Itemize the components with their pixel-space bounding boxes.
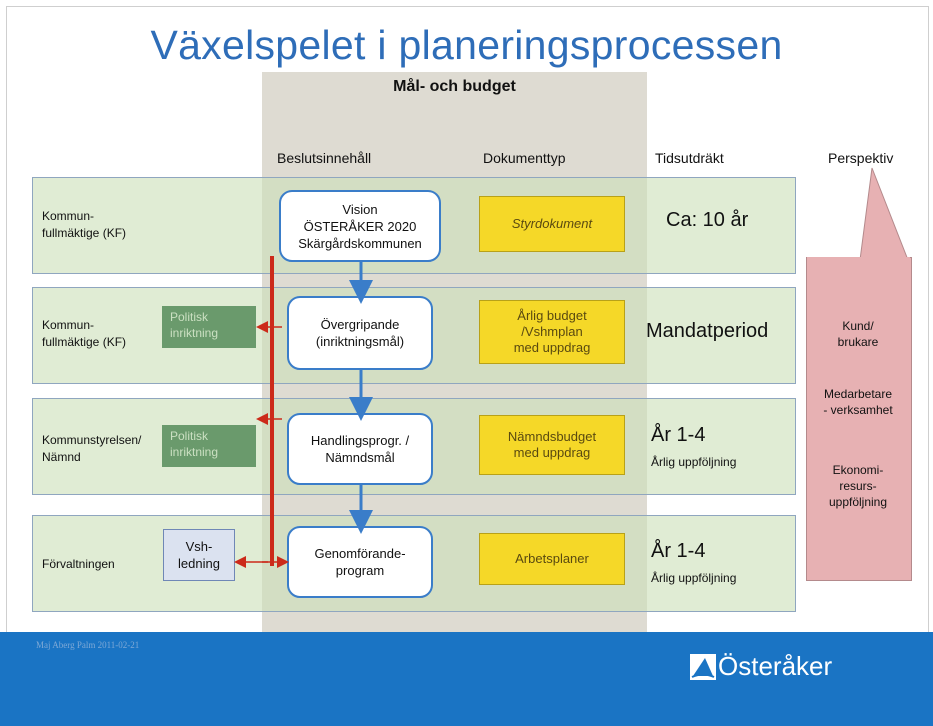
row-label-kommunstyrelsen: Kommunstyrelsen/ Nämnd bbox=[42, 433, 142, 464]
column-header-tidsutdrakt: Tidsutdräkt bbox=[655, 150, 724, 166]
doc-box-arlig-budget: Årlig budget /Vshmplan med uppdrag bbox=[479, 300, 625, 364]
doc-box-namndsbudget: Nämndsbudget med uppdrag bbox=[479, 415, 625, 475]
time-ar-1-4-row4: År 1-4 bbox=[651, 540, 706, 562]
overgripande-box: Övergripande (inriktningsmål) bbox=[287, 296, 433, 370]
perspective-item-medarbetare: Medarbetare - verksamhet bbox=[823, 387, 893, 417]
time-sub-row4: Årlig uppföljning bbox=[651, 571, 737, 585]
column-header-beslutsinnehall: Beslutsinnehåll bbox=[277, 150, 372, 166]
genomforande-box: Genomförande- program bbox=[287, 526, 433, 598]
time-sub-row3: Årlig uppföljning bbox=[651, 455, 737, 469]
column-header-perspektiv: Perspektiv bbox=[828, 150, 894, 166]
perspective-pointer-joint bbox=[807, 257, 910, 263]
budget-column-title: Mål- och budget bbox=[393, 78, 516, 95]
doc-box-styrdokument: Styrdokument bbox=[479, 196, 625, 252]
politisk-inriktning-box-2: Politisk inriktning bbox=[162, 425, 256, 467]
time-ar-1-4-row3: År 1-4 bbox=[651, 424, 706, 446]
time-ca-10-ar: Ca: 10 år bbox=[666, 209, 749, 231]
brand-name: Österåker bbox=[718, 651, 833, 681]
vsh-ledning-box: Vsh- ledning bbox=[163, 529, 235, 581]
footer-note: Maj Aberg Palm 2011-02-21 bbox=[36, 640, 140, 650]
doc-box-arbetsplaner: Arbetsplaner bbox=[479, 533, 625, 585]
perspective-item-ekonomi: Ekonomi- resurs- uppföljning bbox=[828, 463, 888, 509]
slide-title: Växelspelet i planeringsprocessen bbox=[150, 22, 783, 68]
row-label-forvaltningen: Förvaltningen bbox=[42, 557, 115, 571]
vision-box: Vision ÖSTERÅKER 2020 Skärgårdskommunen bbox=[279, 190, 441, 262]
politisk-inriktning-box-1: Politisk inriktning bbox=[162, 306, 256, 348]
time-mandatperiod: Mandatperiod bbox=[646, 320, 769, 342]
column-header-dokumenttyp: Dokumenttyp bbox=[483, 150, 566, 166]
row-label-kf-2: Kommun- fullmäktige (KF) bbox=[42, 318, 127, 349]
row-label-kf-1: Kommun- fullmäktige (KF) bbox=[42, 209, 127, 240]
perspective-item-kund: Kund/ brukare bbox=[837, 319, 879, 349]
footer-bar bbox=[0, 632, 933, 726]
perspective-box bbox=[806, 257, 912, 581]
